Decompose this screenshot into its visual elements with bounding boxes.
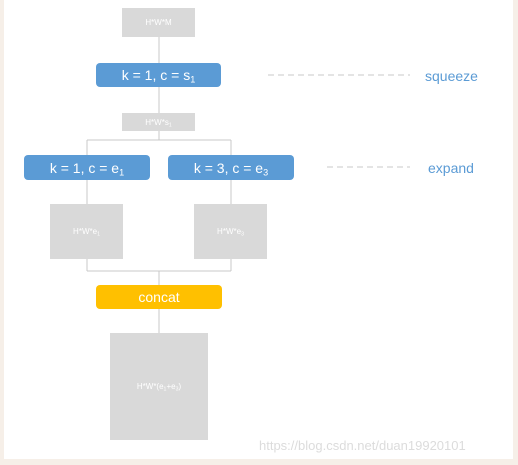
input-tensor-label: H*W*M <box>145 18 172 27</box>
expand-label: expand <box>428 160 474 176</box>
input-tensor-box: H*W*M <box>122 8 195 37</box>
concat-label: concat <box>138 289 180 305</box>
expand-1x1-output-label: H*W*e1 <box>73 227 100 238</box>
squeeze-label: squeeze <box>425 68 478 84</box>
output-tensor-label: H*W*(e1+e3) <box>136 382 182 393</box>
squeeze-output-label: H*W*s1 <box>145 117 172 128</box>
expand-1x1-conv-box: k = 1, c = e1 <box>24 155 150 180</box>
expand-3x3-output-label: H*W*e3 <box>217 227 244 238</box>
squeeze-conv-label: k = 1, c = s1 <box>121 67 196 85</box>
diagram-canvas: H*W*M k = 1, c = s1 squeeze H*W*s1 k = 1… <box>4 0 513 459</box>
connector-lines <box>86 37 410 333</box>
expand-3x3-output-box: H*W*e3 <box>194 204 267 259</box>
squeeze-conv-box: k = 1, c = s1 <box>96 63 221 87</box>
output-tensor-box: H*W*(e1+e3) <box>110 333 208 440</box>
watermark-url: https://blog.csdn.net/duan19920101 <box>259 438 466 453</box>
squeeze-output-box: H*W*s1 <box>122 113 195 131</box>
expand-1x1-output-box: H*W*e1 <box>50 204 123 259</box>
expand-3x3-conv-box: k = 3, c = e3 <box>168 155 294 180</box>
expand-1x1-conv-label: k = 1, c = e1 <box>49 159 125 177</box>
concat-box: concat <box>96 285 222 309</box>
expand-3x3-conv-label: k = 3, c = e3 <box>193 159 269 177</box>
